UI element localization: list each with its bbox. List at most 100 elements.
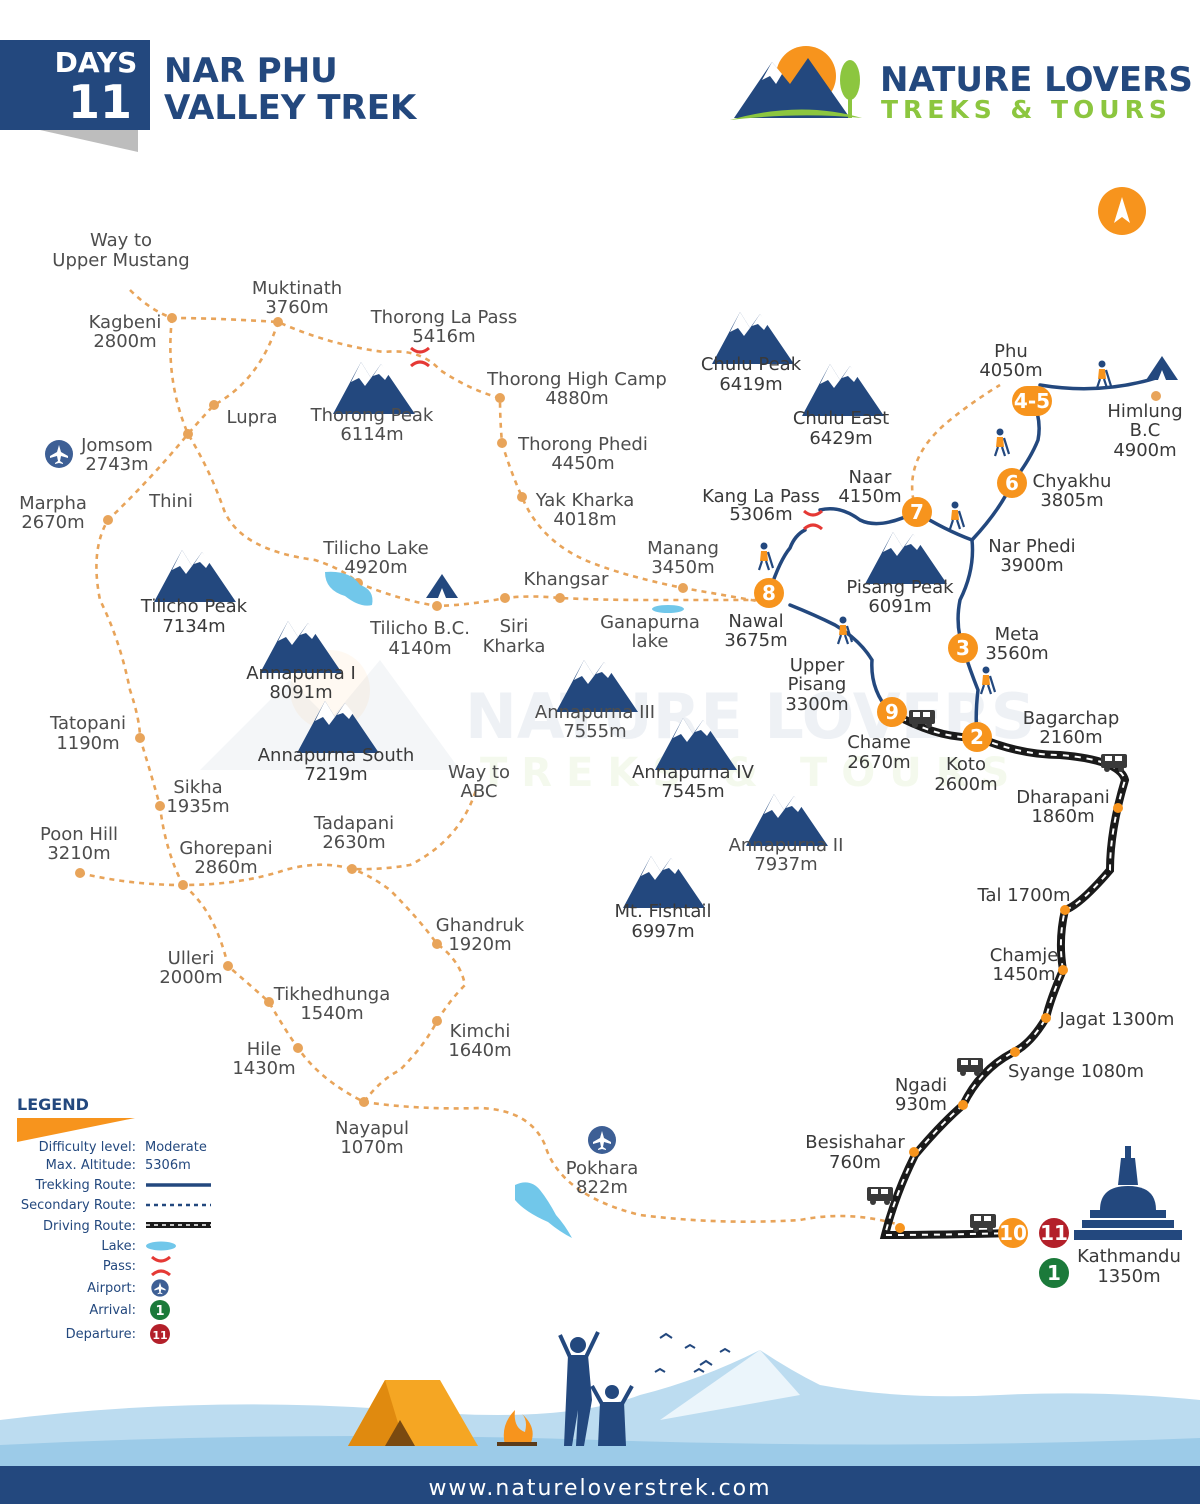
label-annapurna-3: Annapurna III [535,702,655,723]
hiker-icon [1095,359,1113,390]
label-thorong-la: 5416m [412,326,475,347]
step-marker-8: 8 [754,578,784,608]
label-upper-pisang: Upper [790,655,845,676]
label-kagbeni: Kagbeni [89,312,162,333]
label-thorong-peak: 6114m [340,424,403,445]
label-way-upper-mustang: Upper Mustang [52,250,189,271]
header-badge: DAYS 11 [0,40,150,152]
airport-icon [45,440,73,468]
label-muktinath: 3760m [265,297,328,318]
label-naar: 4150m [838,486,901,507]
label-sikha: Sikha [173,777,222,798]
legend-secondary-route: Secondary Route: [21,1198,136,1213]
step-number: 11 [1040,1221,1068,1245]
label-chyakhu: 3805m [1040,490,1103,511]
brand-logo [730,46,862,120]
label-kimchi: Kimchi [450,1021,511,1042]
legend-driving-route: Driving Route: [43,1219,136,1234]
label-pisang-peak: Pisang Peak [846,577,954,598]
label-khangsar: Khangsar [524,569,609,590]
label-ulleri: 2000m [159,967,222,988]
legend-title: LEGEND [17,1095,89,1114]
label-tadapani: Tadapani [313,813,394,834]
label-manang: 3450m [651,557,714,578]
label-chamje: 1450m [992,964,1055,985]
label-annapurna-south: 7219m [304,764,367,785]
label-ghorepani: 2860m [194,857,257,878]
step-marker-4-5: 4-5 [1012,386,1052,416]
legend-arrival: Arrival: [89,1303,136,1318]
label-ghorepani: Ghorepani [179,838,272,859]
step-marker-6: 6 [997,468,1027,498]
hikers-celebrating-icon [558,1331,634,1446]
label-mt-fishtail: Mt. Fishtail [615,901,712,922]
label-pokhara: Pokhara [566,1158,639,1179]
label-marpha: Marpha [19,493,87,514]
label-meta: 3560m [985,643,1048,664]
label-himlung-bc: 4900m [1113,440,1176,461]
label-thorong-high-camp: Thorong High Camp [486,369,667,390]
label-jomsom: Jomsom [80,435,153,456]
legend-airport: Airport: [87,1281,136,1296]
label-dharapani: Dharapani [1016,787,1110,808]
label-annapurna-2: 7937m [754,854,817,875]
hiker-icon [948,500,966,531]
label-annapurna-1: 8091m [269,682,332,703]
label-kang-la: 5306m [729,504,792,525]
place-labels: Way to Upper Mustang Kagbeni 2800m Mukti… [19,230,1183,1287]
step-marker-3: 3 [948,633,978,663]
label-muktinath: Muktinath [252,278,342,299]
label-chulu-east: Chulu East [793,408,889,429]
label-tilicho-peak: 7134m [162,616,225,637]
watermark: NATURE LOVERS TREKS & TOURS [200,650,1035,796]
label-meta: Meta [995,624,1040,645]
label-chulu-peak: 6419m [719,374,782,395]
label-ngadi: Ngadi [895,1075,947,1096]
step-number: 1 [1047,1261,1061,1285]
legend-trekking-route: Trekking Route: [35,1178,137,1193]
step-marker-7: 7 [902,497,932,527]
arrival-icon [150,1300,170,1320]
label-kathmandu: Kathmandu [1077,1246,1181,1267]
legend-difficulty-label: Difficulty level: [39,1140,136,1155]
step-number: 3 [956,636,970,660]
hiker-icon [757,541,775,572]
label-thini: Thini [148,491,193,512]
legend-difficulty-value: Moderate [145,1140,207,1155]
label-way-upper-mustang: Way to [90,230,152,251]
driving-stop-dots [895,803,1123,1233]
label-tatopani: Tatopani [49,713,126,734]
mountain-icon [154,550,236,602]
itinerary-markers: 8 7 6 4-5 3 9 2 10 11 1 [754,386,1069,1288]
departure-icon-number: 11 [152,1329,167,1342]
label-jomsom: 2743m [85,454,148,475]
label-besishahar: 760m [829,1152,881,1173]
bus-icon [970,1214,996,1232]
label-phu: Phu [994,341,1028,362]
peak-labels: Chulu Peak 6419m Chulu East 6429m Thoron… [140,354,954,942]
arrival-icon-number: 1 [155,1304,164,1319]
step-marker-2: 2 [962,722,992,752]
label-upper-pisang: 3300m [785,694,848,715]
label-yak-kharka: Yak Kharka [535,490,634,511]
label-hile: 1430m [232,1058,295,1079]
village-dots [75,313,1161,1107]
step-number: 8 [762,581,776,605]
label-siri-kharka: Siri [500,616,529,637]
label-himlung-bc: B.C [1130,420,1161,441]
label-tilicho-bc: Tilicho B.C. [369,618,470,639]
label-tal: Tal 1700m [976,885,1070,906]
label-kagbeni: 2800m [93,331,156,352]
label-annapurna-1: Annapurna I [246,663,356,684]
stupa-icon [1074,1146,1182,1240]
label-besishahar: Besishahar [805,1132,905,1153]
label-ganapurna-lake: lake [632,631,669,652]
label-way-abc: Way to [448,762,510,783]
pass-icon [150,1255,172,1277]
label-marpha: 2670m [21,512,84,533]
label-tatopani: 1190m [56,733,119,754]
label-thorong-high-camp: 4880m [545,388,608,409]
legend-departure: Departure: [66,1327,136,1342]
camp-tent-icon [1146,356,1178,380]
label-thorong-phedi: Thorong Phedi [517,434,648,455]
